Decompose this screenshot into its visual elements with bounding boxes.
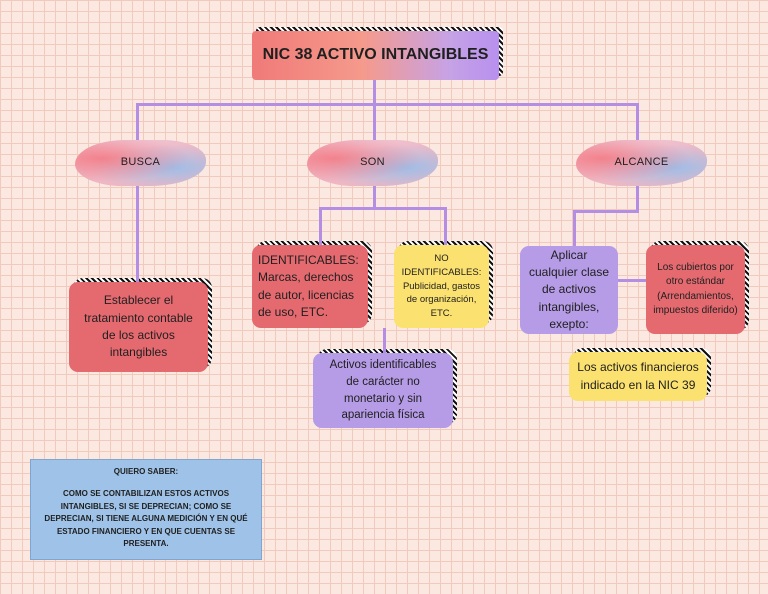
connector-to-identificables (319, 207, 322, 245)
quiero-saber-title: QUIERO SABER: (113, 467, 179, 476)
connector-horizontal-top (136, 103, 638, 106)
branch-busca: BUSCA (75, 140, 206, 186)
identificables-box: IDENTIFICABLES: Marcas, derechos de auto… (252, 241, 372, 328)
connector-busca-down (136, 186, 139, 282)
connector-son-horizontal (319, 207, 447, 210)
connector-to-activos-identificables (383, 328, 386, 353)
diagram-title: NIC 38 ACTIVO INTANGIBLES (252, 27, 503, 80)
connector-aplicar-cubiertos (618, 279, 648, 282)
no-identificables-box: NO IDENTIFICABLES: Publicidad, gastos de… (394, 241, 493, 328)
connector-to-alcance (636, 103, 639, 143)
activos-identificables-box: Activos identificables de carácter no mo… (313, 349, 457, 428)
connector-to-busca (136, 103, 139, 143)
busca-description: Establecer el tratamiento contable de lo… (69, 278, 212, 372)
cubiertos-box: Los cubiertos por otro estándar (Arrenda… (646, 241, 749, 334)
connector-to-son (373, 103, 376, 143)
connector-to-no-identificables (444, 207, 447, 245)
quiero-saber-body: COMO SE CONTABILIZAN ESTOS ACTIVOS INTAN… (44, 489, 248, 548)
branch-alcance: ALCANCE (576, 140, 707, 186)
branch-son: SON (307, 140, 438, 186)
quiero-saber-box: QUIERO SABER: COMO SE CONTABILIZAN ESTOS… (30, 459, 262, 560)
connector-alcance-horizontal (573, 210, 639, 213)
connector-son-down (373, 186, 376, 209)
connector-title-down (373, 80, 376, 104)
connector-alcance-down (636, 186, 639, 212)
connector-to-aplicar (573, 210, 576, 246)
financieros-box: Los activos financieros indicado en la N… (569, 348, 711, 401)
aplicar-box: Aplicar cualquier clase de activos intan… (520, 246, 618, 334)
